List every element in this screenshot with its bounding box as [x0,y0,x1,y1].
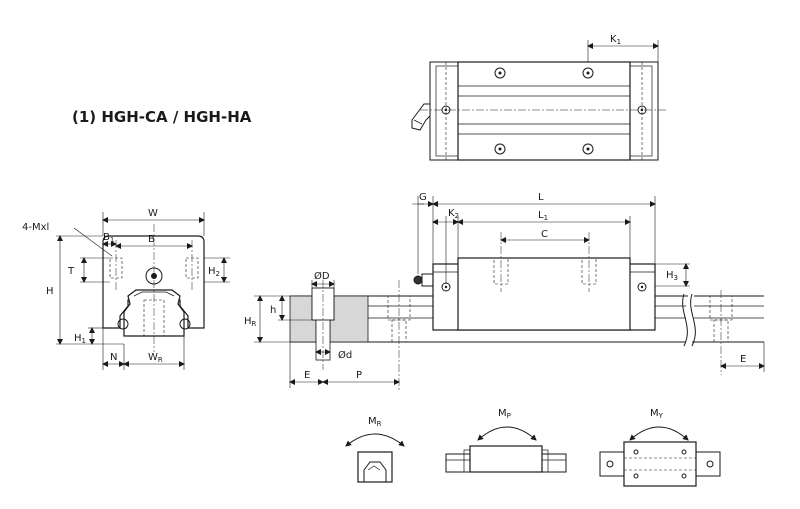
svg-text:4-Mxl: 4-Mxl [22,222,49,233]
end-view: 4-Mxl W B1 B T H2 H H1 N [22,208,230,370]
top-view: K1 [411,34,668,161]
svg-text:HR: HR [244,316,257,328]
svg-text:H: H [46,286,54,297]
side-view: G L K2 L1 C H3 E HR h [244,192,765,390]
svg-text:ØD: ØD [314,270,330,282]
svg-text:B: B [148,234,155,245]
svg-text:T: T [67,266,75,277]
svg-text:P: P [356,370,362,381]
moment-mr-icon: MR [345,416,405,483]
svg-text:H2: H2 [208,266,220,278]
svg-text:L1: L1 [538,210,548,222]
svg-text:K2: K2 [448,208,459,220]
svg-text:N: N [110,352,117,363]
svg-text:L: L [538,192,544,203]
svg-text:MP: MP [498,408,511,420]
grease-nipple-icon [411,103,431,131]
svg-text:h: h [270,305,276,316]
svg-text:E: E [740,354,746,365]
svg-text:K1: K1 [610,34,621,46]
moment-my-icon: MY [599,408,721,487]
svg-text:B1: B1 [103,232,114,244]
page-title: (1) HGH-CA / HGH-HA [72,108,252,126]
svg-text:MR: MR [368,416,382,428]
svg-text:E: E [304,370,310,381]
svg-text:H3: H3 [666,270,678,282]
svg-text:Ød: Ød [338,349,352,361]
svg-text:WR: WR [148,352,163,364]
svg-text:G: G [419,192,427,203]
moment-mp-icon: MP [445,408,567,473]
svg-text:C: C [541,229,548,240]
svg-text:H1: H1 [74,333,86,345]
svg-text:W: W [148,208,158,219]
svg-text:MY: MY [650,408,664,420]
